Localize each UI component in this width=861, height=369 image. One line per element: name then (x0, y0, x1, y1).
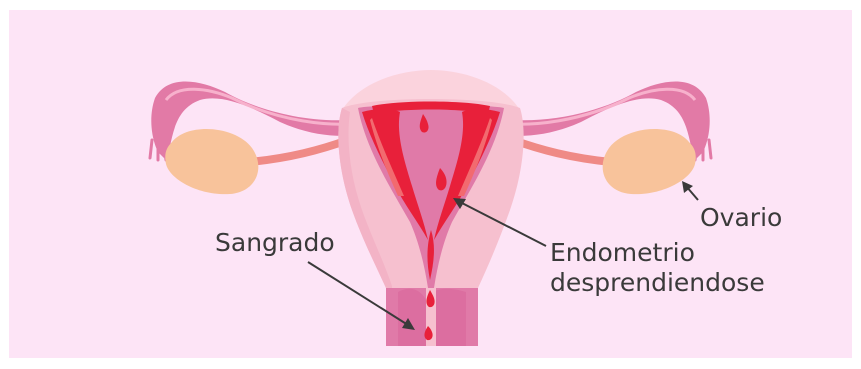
endometrium-label: Endometrio desprendiendose (550, 238, 765, 298)
left-ovary (165, 129, 258, 194)
left-ovarian-ligament (250, 140, 348, 162)
ovary-label: Ovario (700, 203, 782, 233)
bleeding-label: Sangrado (215, 228, 335, 258)
uterus (338, 70, 523, 346)
endometrium-label-line2: desprendiendose (550, 268, 765, 298)
right-ovarian-ligament (513, 140, 611, 162)
right-ovary (603, 129, 696, 194)
endometrium-label-line1: Endometrio (550, 238, 765, 268)
